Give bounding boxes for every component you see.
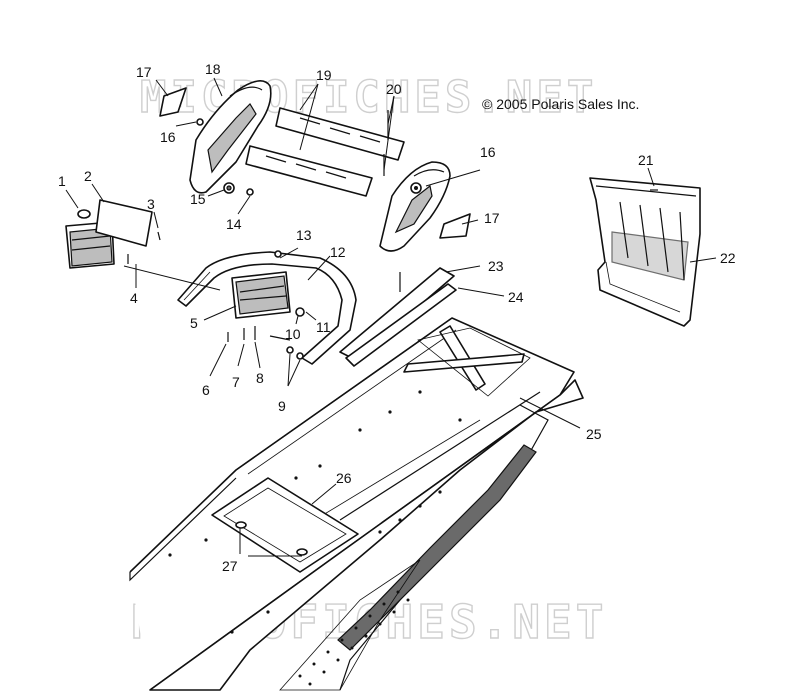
callout-24: 24 bbox=[508, 289, 524, 305]
callout-1: 1 bbox=[58, 173, 66, 189]
callout-5: 5 bbox=[190, 315, 198, 331]
callout-17-left: 17 bbox=[136, 64, 152, 80]
rear-bumper bbox=[177, 251, 357, 365]
callout-26: 26 bbox=[336, 470, 352, 486]
callout-4: 4 bbox=[130, 290, 138, 306]
decal-right bbox=[439, 213, 471, 239]
callout-15: 15 bbox=[190, 191, 206, 207]
callout-17-right: 17 bbox=[484, 210, 500, 226]
leader-lines bbox=[65, 77, 717, 557]
callout-20: 20 bbox=[386, 81, 402, 97]
callout-16-left: 16 bbox=[160, 129, 176, 145]
callout-16-right: 16 bbox=[480, 144, 496, 160]
tunnel bbox=[129, 317, 584, 691]
perforated-area bbox=[279, 559, 421, 691]
callout-9: 9 bbox=[278, 398, 286, 414]
callout-21: 21 bbox=[638, 152, 654, 168]
callout-7: 7 bbox=[232, 374, 240, 390]
fasteners bbox=[127, 110, 658, 360]
copyright-notice: © 2005 Polaris Sales Inc. bbox=[482, 96, 639, 112]
callout-23: 23 bbox=[488, 258, 504, 274]
bulb bbox=[77, 209, 91, 219]
license-light bbox=[231, 271, 291, 319]
callout-6: 6 bbox=[202, 382, 210, 398]
callout-25: 25 bbox=[586, 426, 602, 442]
callout-13: 13 bbox=[296, 227, 312, 243]
callout-3: 3 bbox=[147, 196, 155, 212]
callout-2: 2 bbox=[84, 168, 92, 184]
decal-left bbox=[159, 87, 187, 117]
callouts: 1 2 3 4 5 6 7 8 9 10 11 12 13 14 15 16 1… bbox=[58, 61, 736, 574]
callout-12: 12 bbox=[330, 244, 346, 260]
callout-27: 27 bbox=[222, 558, 238, 574]
snowflap bbox=[589, 177, 701, 327]
left-grab-handle bbox=[189, 80, 272, 194]
rear-bracket bbox=[339, 267, 457, 367]
callout-14: 14 bbox=[226, 216, 242, 232]
callout-22: 22 bbox=[720, 250, 736, 266]
callout-8: 8 bbox=[256, 370, 264, 386]
callout-18: 18 bbox=[205, 61, 221, 77]
taillight-gasket bbox=[95, 199, 153, 247]
callout-11: 11 bbox=[316, 319, 331, 335]
callout-19: 19 bbox=[316, 67, 332, 83]
callout-10: 10 bbox=[285, 326, 301, 342]
